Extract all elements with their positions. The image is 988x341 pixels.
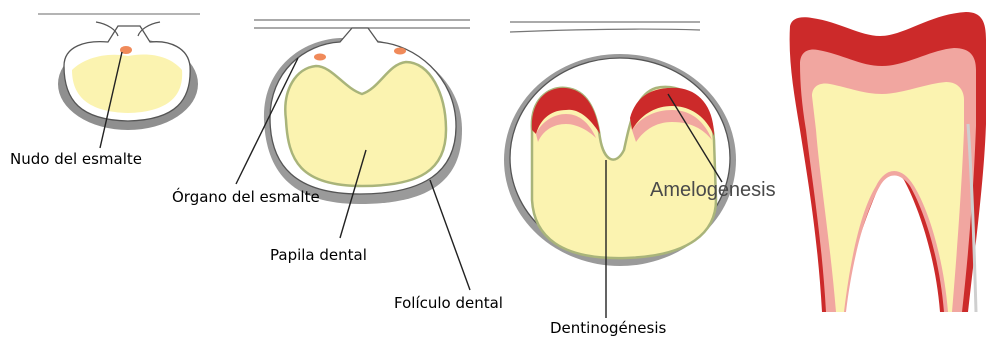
leader-dental-follicle (430, 180, 470, 290)
stage-4-mature-tooth (790, 12, 986, 312)
label-amelogenesis: Amelogenesis (650, 179, 776, 201)
label-dental-follicle: Folículo dental (394, 294, 503, 312)
stage-2-bell (254, 20, 470, 204)
enamel-knot-2b (394, 48, 406, 55)
oral-epithelium-line-3b (510, 29, 700, 32)
label-dental-papilla: Papila dental (270, 246, 367, 264)
label-enamel-knot: Nudo del esmalte (10, 150, 142, 168)
label-dentinogenesis: Dentinogénesis (550, 319, 666, 337)
stage-3-late-bell (504, 22, 736, 266)
stage-1-cap (38, 14, 200, 130)
label-enamel-organ: Órgano del esmalte (172, 187, 320, 206)
enamel-knot-2a (314, 54, 326, 61)
